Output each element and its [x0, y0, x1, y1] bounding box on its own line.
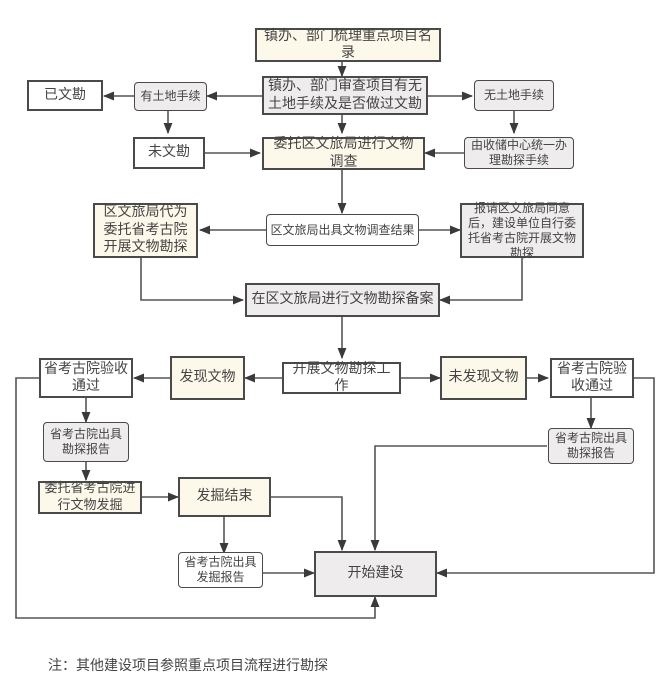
node-bureau-commission: 区文旅局代为委托省考古院开展文物勘探 [93, 203, 198, 258]
node-storage-center: 由收储中心统一办理勘探手续 [464, 137, 574, 169]
node-excavate-end: 发掘结束 [178, 477, 271, 517]
node-no-land: 无土地手续 [474, 80, 554, 111]
node-review-land: 镇办、部门审查项目有无土地手续及是否做过文勘 [262, 76, 428, 115]
node-excavate: 委托省考古院进行文物发掘 [38, 481, 142, 514]
node-exploration-work: 开展文物勘探工作 [282, 361, 401, 394]
node-accept-right: 省考古院验收通过 [550, 358, 634, 398]
edge-end-start [271, 496, 347, 552]
node-surveyed: 已文勘 [27, 80, 103, 111]
node-self-commission: 报请区文旅局同意后，建设单位自行委托省考古院开展文物勘探 [460, 201, 584, 260]
node-relics-found: 发现文物 [170, 356, 245, 400]
edge-acceptleft-start [15, 377, 380, 619]
node-commission-survey: 委托区文旅局进行文物调查 [262, 136, 425, 170]
node-has-land: 有土地手续 [134, 82, 207, 111]
node-excavate-report: 省考古院出具发掘报告 [178, 552, 263, 588]
node-filing: 在区文旅局进行文物勘探备案 [245, 283, 440, 317]
node-start-construction: 开始建设 [314, 551, 437, 597]
edge-acceptright-start [435, 377, 655, 578]
node-accept-left: 省考古院验收通过 [39, 358, 133, 398]
edge-left-filing [140, 258, 245, 305]
node-report-left: 省考古院出具勘探报告 [43, 422, 129, 462]
footnote: 注：其他建设项目参照重点项目流程进行勘探 [48, 658, 328, 674]
node-report-right: 省考古院出具勘探报告 [548, 428, 634, 464]
node-survey-result: 区文旅局出具文物调查结果 [266, 214, 419, 246]
node-list-projects: 镇办、部门梳理重点项目名录 [255, 28, 441, 62]
edge-reportright-start [370, 445, 547, 552]
edge-right-filing [438, 258, 523, 305]
node-relics-not-found: 未发现文物 [440, 356, 527, 400]
node-not-surveyed: 未文勘 [133, 137, 205, 169]
